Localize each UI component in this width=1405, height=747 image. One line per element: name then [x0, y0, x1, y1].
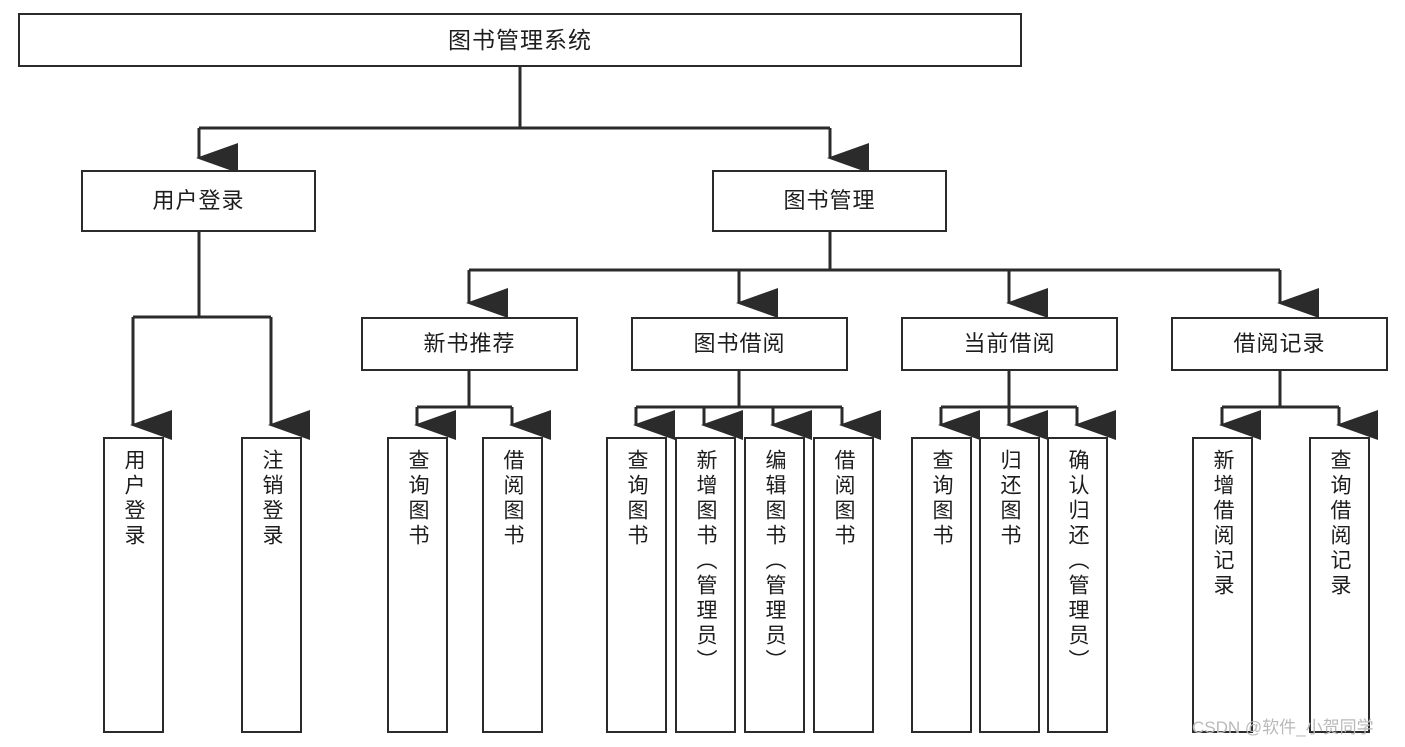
leaf-book-borrow-edit[interactable]: 编辑图书（管理员）: [744, 437, 805, 733]
leaf-user-login-login-label: 用户登录: [122, 449, 145, 549]
leaf-current-borrow-return[interactable]: 归还图书: [979, 437, 1040, 733]
leaf-new-book-query-label: 查询图书: [406, 449, 429, 549]
node-book-borrow-label: 图书借阅: [693, 331, 786, 357]
leaf-new-book-borrow[interactable]: 借阅图书: [482, 437, 543, 733]
leaf-book-borrow-edit-label: 编辑图书（管理员）: [763, 449, 786, 674]
leaf-book-borrow-add-label: 新增图书（管理员）: [694, 449, 717, 674]
node-new-book-recommend[interactable]: 新书推荐: [361, 317, 578, 371]
leaf-borrow-record-query-label: 查询借阅记录: [1328, 449, 1351, 599]
node-book-borrow[interactable]: 图书借阅: [631, 317, 848, 371]
leaf-borrow-record-query[interactable]: 查询借阅记录: [1309, 437, 1370, 733]
leaf-book-borrow-query[interactable]: 查询图书: [606, 437, 667, 733]
csdn-watermark: CSDN @软件_小贺同学: [1192, 718, 1374, 737]
leaf-book-borrow-borrow-label: 借阅图书: [832, 449, 855, 549]
node-user-login-label: 用户登录: [152, 188, 245, 214]
leaf-book-borrow-borrow[interactable]: 借阅图书: [813, 437, 874, 733]
node-root-label: 图书管理系统: [448, 26, 592, 53]
leaf-book-borrow-add[interactable]: 新增图书（管理员）: [675, 437, 736, 733]
leaf-new-book-borrow-label: 借阅图书: [501, 449, 524, 549]
leaf-book-borrow-query-label: 查询图书: [625, 449, 648, 549]
node-book-management[interactable]: 图书管理: [712, 170, 947, 232]
leaf-borrow-record-add[interactable]: 新增借阅记录: [1192, 437, 1253, 733]
leaf-current-borrow-confirm-label: 确认归还（管理员）: [1066, 449, 1089, 674]
leaf-borrow-record-add-label: 新增借阅记录: [1211, 449, 1234, 599]
leaf-current-borrow-return-label: 归还图书: [998, 449, 1021, 549]
leaf-current-borrow-confirm[interactable]: 确认归还（管理员）: [1047, 437, 1108, 733]
leaf-current-borrow-query-label: 查询图书: [930, 449, 953, 549]
node-borrow-record-label: 借阅记录: [1233, 331, 1326, 357]
node-new-book-recommend-label: 新书推荐: [423, 331, 516, 357]
node-borrow-record[interactable]: 借阅记录: [1171, 317, 1388, 371]
node-current-borrow-label: 当前借阅: [963, 331, 1056, 357]
node-current-borrow[interactable]: 当前借阅: [901, 317, 1118, 371]
leaf-user-login-login[interactable]: 用户登录: [103, 437, 164, 733]
leaf-user-login-logout[interactable]: 注销登录: [241, 437, 302, 733]
leaf-user-login-logout-label: 注销登录: [260, 449, 283, 549]
node-book-management-label: 图书管理: [783, 188, 876, 214]
node-user-login[interactable]: 用户登录: [81, 170, 316, 232]
leaf-current-borrow-query[interactable]: 查询图书: [911, 437, 972, 733]
leaf-new-book-query[interactable]: 查询图书: [387, 437, 448, 733]
node-root[interactable]: 图书管理系统: [18, 13, 1022, 67]
